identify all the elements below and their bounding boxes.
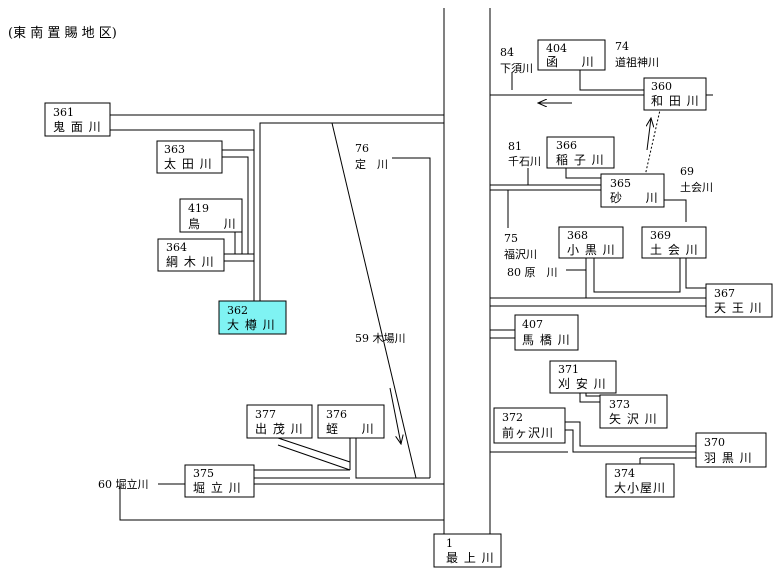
svg-text:天 王 川: 天 王 川 [714,301,763,315]
svg-text:稲 子 川: 稲 子 川 [556,153,605,167]
svg-text:374: 374 [614,467,635,480]
svg-text:前ヶ沢川: 前ヶ沢川 [502,425,554,440]
river-node-360: 360 和 田 川 [643,77,707,111]
river-node-374: 374 大小屋川 [605,463,675,498]
river-node-404: 404 函 川 [537,39,606,71]
svg-text:羽 黒 川: 羽 黒 川 [704,451,753,465]
label-shimosu-num: 84 [500,46,514,59]
label-sada-name: 定 川 [355,157,388,171]
river-node-362-highlighted: 362 大 樽 川 [218,300,287,335]
river-node-369: 369 土 会 川 [641,226,707,259]
svg-text:369: 369 [650,229,671,242]
svg-text:最 上 川: 最 上 川 [446,551,495,565]
svg-text:1: 1 [446,537,453,550]
label-hara: 80 原 川 [507,266,558,279]
label-fukusawa-num: 75 [504,232,518,245]
svg-text:365: 365 [610,177,631,190]
label-shimosu-name: 下須川 [500,62,533,75]
svg-text:堀 立 川: 堀 立 川 [193,480,242,495]
label-dokai-num: 69 [680,165,694,178]
label-senkoku-name: 千石川 [508,155,541,168]
river-node-364: 364 綱 木 川 [157,238,225,272]
label-dosojin-name: 道祖神川 [615,55,659,69]
channel-lines [110,8,716,534]
river-node-367: 367 天 王 川 [705,283,773,318]
svg-text:360: 360 [651,80,672,93]
svg-text:砂 川: 砂 川 [610,191,659,205]
label-fukusawa-name: 福沢川 [504,247,537,261]
svg-text:361: 361 [53,106,74,119]
label-horitategawa: 60 堀立川 [98,477,149,491]
svg-text:367: 367 [714,287,735,300]
river-node-361: 361 鬼 面 川 [44,102,111,137]
svg-text:大小屋川: 大小屋川 [614,481,666,495]
svg-text:407: 407 [522,318,543,331]
river-node-375: 375 堀 立 川 [184,464,255,498]
svg-text:375: 375 [193,467,214,480]
svg-text:370: 370 [704,436,725,449]
river-node-368: 368 小 黒 川 [558,226,624,259]
river-node-371: 371 刈 安 川 [549,360,617,394]
river-node-407: 407 馬 橋 川 [514,314,579,351]
svg-text:373: 373 [609,398,630,411]
svg-text:366: 366 [556,139,577,152]
river-node-377: 377 出 茂 川 [246,404,313,439]
svg-text:368: 368 [567,229,588,242]
river-node-376: 376 蛭 川 [317,404,385,439]
label-kibagawa: 59 木場川 [355,332,406,345]
river-node-373: 373 矢 沢 川 [599,394,668,429]
svg-text:函 川: 函 川 [546,55,595,69]
label-dosojin-num: 74 [615,40,629,53]
label-sada-num: 76 [355,142,369,155]
svg-text:太 田 川: 太 田 川 [164,156,213,171]
svg-text:372: 372 [502,411,523,424]
svg-text:404: 404 [546,42,567,55]
svg-text:馬 橋 川: 馬 橋 川 [522,333,571,347]
svg-text:矢 沢 川: 矢 沢 川 [609,412,658,426]
river-node-363: 363 太 田 川 [156,140,223,174]
svg-text:和 田 川: 和 田 川 [651,94,700,108]
svg-text:出 茂 川: 出 茂 川 [255,422,304,436]
svg-text:土 会 川: 土 会 川 [650,243,699,257]
svg-text:377: 377 [255,408,276,421]
river-node-419: 419 鳥 川 [179,198,243,233]
river-node-370: 370 羽 黒 川 [695,432,767,468]
svg-text:鬼 面 川: 鬼 面 川 [53,119,102,134]
svg-text:蛭 川: 蛭 川 [326,421,375,436]
svg-text:362: 362 [227,304,248,317]
svg-text:371: 371 [558,363,579,376]
flow-arrow-down [389,387,401,444]
river-node-1: 1 最 上 川 [433,533,502,568]
svg-text:363: 363 [164,143,185,156]
label-senkoku-num: 81 [508,140,522,153]
region-title: (東 南 置 賜 地 区) [8,25,117,41]
svg-text:綱 木 川: 綱 木 川 [166,255,215,269]
svg-text:鳥 川: 鳥 川 [188,216,237,231]
label-dokai-name: 土会川 [680,181,713,194]
svg-text:364: 364 [166,241,187,254]
svg-text:刈 安 川: 刈 安 川 [558,376,607,391]
svg-text:376: 376 [326,408,347,421]
river-node-366: 366 稲 子 川 [546,136,615,169]
tributary-labels: 76 定 川 59 木場川 60 堀立川 84 下須川 74 道祖神川 81 千… [98,40,713,491]
svg-text:大 樽 川: 大 樽 川 [227,317,276,332]
svg-text:小 黒 川: 小 黒 川 [567,243,616,257]
river-node-372: 372 前ヶ沢川 [493,407,566,444]
flow-arrow-up [647,118,651,151]
river-node-365: 365 砂 川 [600,173,665,208]
svg-text:419: 419 [188,202,209,215]
